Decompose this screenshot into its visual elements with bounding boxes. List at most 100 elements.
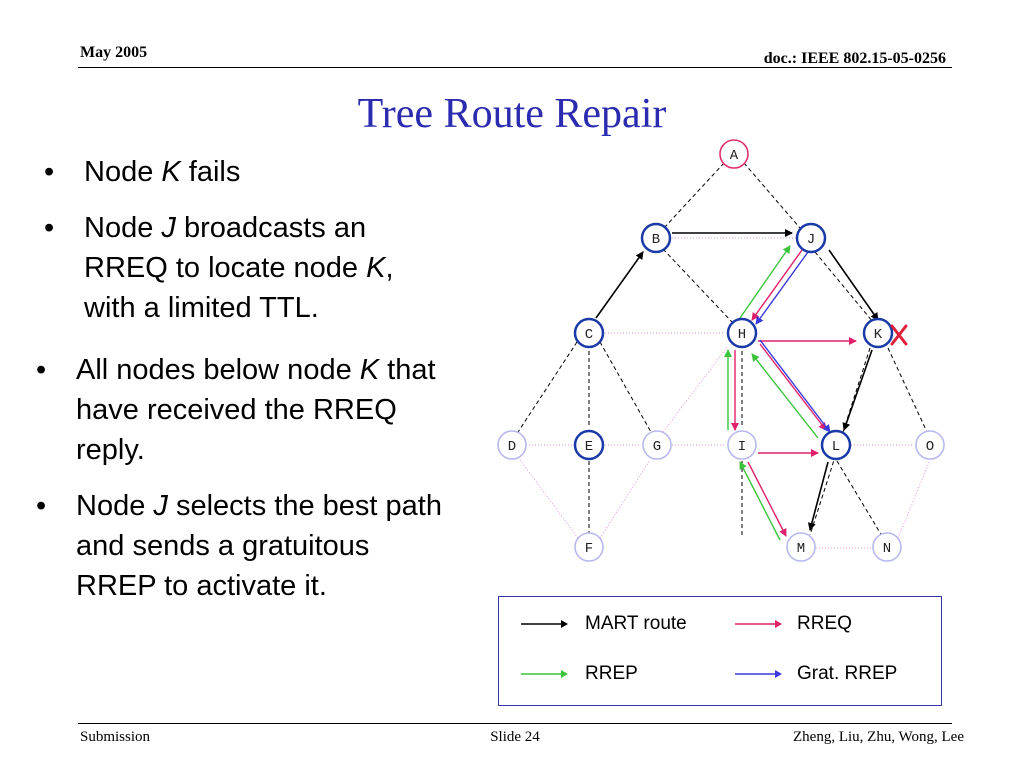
bullet-emphasis: K [366, 252, 386, 284]
footer-submission: Submission [80, 729, 151, 745]
node-label: D [508, 439, 516, 455]
bullet-text: fails [180, 156, 241, 188]
bullet-node-j-selects: • Node J selects the best path and sends … [36, 486, 456, 606]
bullet-dot: • [36, 354, 47, 386]
node-circle [915, 430, 945, 460]
mart-arrow-c-b [595, 251, 644, 319]
node-circle [795, 222, 827, 254]
bullet-emphasis: J [161, 212, 176, 244]
node-circle [786, 532, 816, 562]
node-circle [820, 429, 852, 461]
node-k: K [862, 317, 894, 349]
node-circle [574, 532, 604, 562]
bullet-dot: • [36, 490, 47, 522]
node-i: I [727, 430, 757, 460]
legend-rreq-label: RREQ [797, 613, 852, 634]
rrep-arrow-l-h [751, 353, 819, 439]
tree-link-c-d [517, 341, 578, 433]
node-n: N [872, 532, 902, 562]
node-label: O [926, 439, 934, 455]
bullet-nodes-below-k: •All nodes below node K that have receiv… [36, 350, 456, 470]
node-g: G [642, 430, 672, 460]
node-label: B [652, 232, 660, 248]
node-c: C [573, 317, 605, 349]
node-label: G [653, 439, 661, 455]
grat-arrow-j-h [755, 251, 809, 325]
legend-grat-arrow-icon [735, 670, 782, 678]
tree-link-a-b [663, 162, 725, 229]
node-label: M [797, 541, 805, 557]
node-circle [872, 532, 902, 562]
bullet-emphasis: J [153, 490, 168, 522]
bullet-text: selects the best path and sends a gratui… [76, 490, 442, 602]
header-doc-id: doc.: IEEE 802.15-05-0256 [763, 50, 946, 67]
node-b: B [640, 222, 672, 254]
node-label: E [585, 439, 593, 455]
node-label: I [738, 439, 746, 455]
node-label: K [874, 327, 883, 343]
slide-title: Tree Route Repair [357, 91, 667, 137]
legend-grat-label: Grat. RREP [797, 663, 898, 684]
bullet-text: , with a limited TTL. [84, 252, 394, 324]
rreq-arrow-h-l [759, 343, 827, 431]
node-l: L [820, 429, 852, 461]
node-circle [726, 317, 758, 349]
legend-mart-label: MART route [585, 613, 687, 634]
footer-rule [78, 723, 952, 724]
node-circle [719, 139, 749, 169]
node-circle [640, 222, 672, 254]
bullet-text: broadcasts an RREQ to locate node [84, 212, 367, 284]
neighbor-link-f-g [599, 459, 651, 539]
node-m: M [786, 532, 816, 562]
node-h: H [726, 317, 758, 349]
bullet-list-top: •Node K fails •Node J broadcasts an RREQ… [44, 152, 444, 344]
node-circle [573, 429, 605, 461]
failure-x-icon [890, 324, 908, 346]
bullet-list-bottom: •All nodes below node K that have receiv… [36, 350, 456, 622]
rrep-arrows [724, 245, 819, 541]
node-label: F [585, 541, 593, 557]
header-rule [78, 67, 952, 68]
tree-link-b-h [662, 248, 733, 323]
node-circle [497, 430, 527, 460]
bullet-dot: • [44, 212, 55, 244]
failure-x-stroke [890, 324, 908, 346]
node-d: D [497, 430, 527, 460]
bullet-emphasis: K [359, 354, 380, 386]
rrep-arrow-m-i [739, 461, 781, 541]
header-date: May 2005 [80, 44, 148, 61]
node-circle [573, 317, 605, 349]
tree-link-l-n [836, 460, 883, 537]
mart-arrow-j-k [828, 249, 879, 321]
node-label: C [585, 327, 593, 343]
node-label: L [832, 439, 840, 455]
bullet-text: Node [76, 490, 154, 522]
node-label: A [730, 148, 739, 164]
tree-links [517, 162, 928, 537]
legend-mart-arrow-icon [521, 620, 568, 628]
legend-rreq-arrow-icon [735, 620, 782, 628]
legend-rrep-label: RREP [585, 663, 638, 684]
mart-arrow-l-m [807, 461, 829, 531]
bullet-node-k-fails: •Node K fails [44, 152, 444, 192]
grat-arrow-h-l [759, 339, 831, 433]
bullet-dot: • [44, 156, 55, 188]
node-label: H [738, 327, 746, 343]
tree-link-k-o [887, 347, 928, 433]
node-o: O [915, 430, 945, 460]
tree-link-c-g [599, 341, 652, 433]
node-circle [862, 317, 894, 349]
grat-rrep-arrows [755, 251, 831, 433]
neighbor-link-g-h [662, 345, 729, 433]
rreq-arrow-i-m [747, 461, 787, 537]
bullet-emphasis: K [161, 156, 181, 188]
mart-arrow-k-l [842, 349, 873, 431]
footer-slide-number: Slide 24 [490, 729, 540, 745]
node-circle [727, 430, 757, 460]
rreq-arrows [731, 249, 857, 537]
node-e: E [573, 429, 605, 461]
neighbor-links [519, 237, 931, 549]
mart-routes [595, 229, 879, 531]
